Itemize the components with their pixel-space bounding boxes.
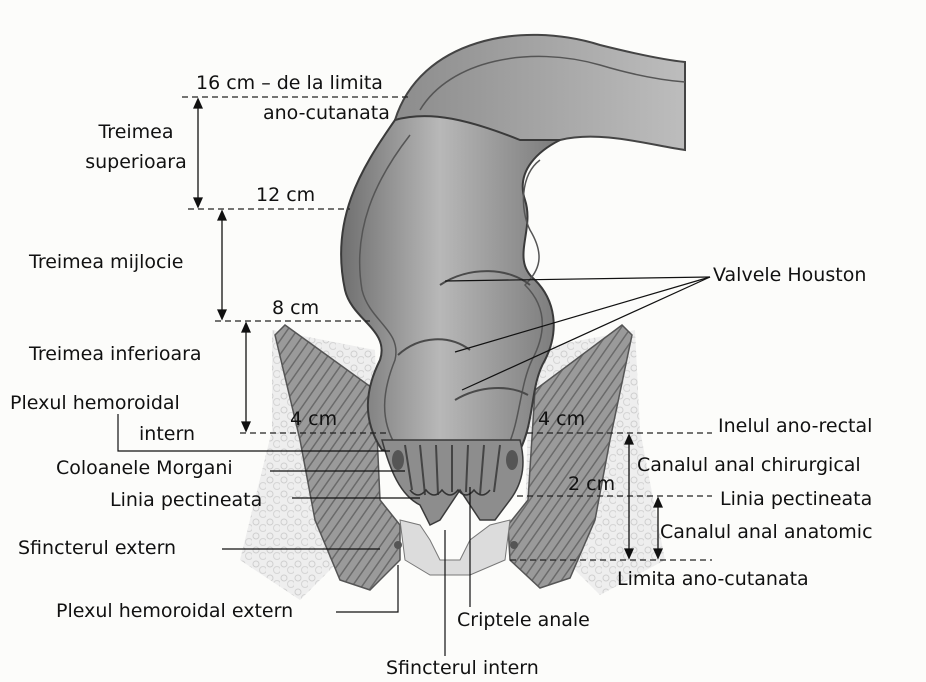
houston-leader-1 — [444, 276, 711, 282]
measurement-lines — [182, 96, 712, 561]
label-4cm-left: 4 cm — [290, 408, 338, 430]
plexul-extern-leader — [336, 565, 399, 613]
label-12cm: 12 cm — [256, 184, 316, 206]
label-plexul-intern-1: Plexul hemoroidal — [10, 392, 180, 414]
label-16cm: 16 cm – de la limita — [196, 72, 383, 94]
label-2cm: 2 cm — [568, 473, 616, 495]
houston-leader-2 — [454, 276, 711, 353]
label-coloanele-morgani: Coloanele Morgani — [56, 457, 233, 479]
label-linia-pectineata-left: Linia pectineata — [110, 489, 263, 511]
label-plexul-extern: Plexul hemoroidal extern — [56, 600, 294, 622]
label-treimea-inferioara: Treimea inferioara — [29, 343, 202, 365]
houston-leader-3 — [461, 276, 711, 391]
plexul-intern-leader — [117, 414, 390, 452]
label-canalul-chirurgical: Canalul anal chirurgical — [637, 454, 861, 476]
label-valvele-houston: Valvele Houston — [713, 264, 867, 286]
label-ano-cutanata-top: ano-cutanata — [263, 102, 390, 124]
anal-canal — [381, 439, 524, 576]
rectum — [340, 115, 561, 451]
label-limita-ano-cutanata: Limita ano-cutanata — [617, 568, 809, 590]
label-treimea-superioara-2: superioara — [85, 151, 187, 173]
label-sfincterul-extern: Sfincterul extern — [18, 537, 177, 559]
label-sfincterul-intern: Sfincterul intern — [386, 657, 539, 679]
label-inelul-ano-rectal: Inelul ano-rectal — [718, 415, 873, 437]
dimension-arrows — [192, 97, 664, 560]
label-treimea-mijlocie: Treimea mijlocie — [29, 251, 184, 273]
label-canalul-anatomic: Canalul anal anatomic — [660, 521, 873, 543]
label-4cm-right: 4 cm — [538, 408, 586, 430]
label-8cm: 8 cm — [272, 297, 320, 319]
label-treimea-superioara-1: Treimea — [98, 121, 174, 143]
label-criptele-anale: Criptele anale — [457, 609, 590, 631]
label-linia-pectineata-right: Linia pectineata — [720, 488, 873, 510]
label-plexul-intern-2: intern — [139, 423, 195, 445]
leader-lines — [117, 276, 711, 656]
